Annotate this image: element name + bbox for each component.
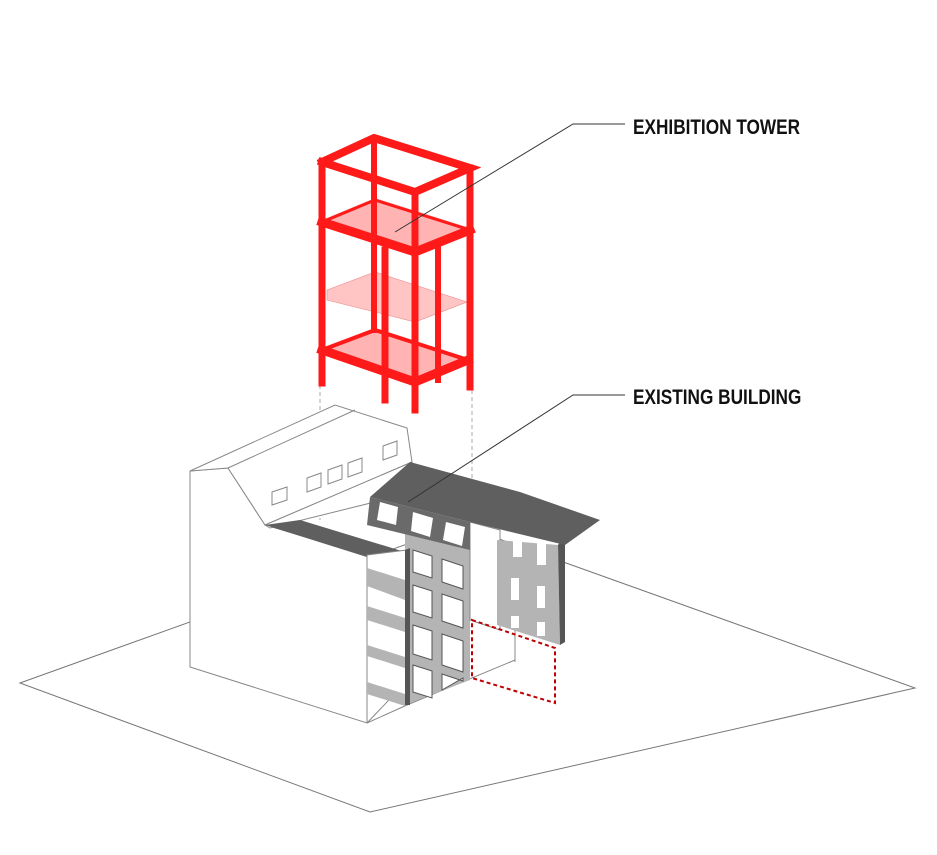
facade-edge-dark [558, 535, 565, 645]
dormer-windows [377, 502, 465, 546]
leader-line-tower [394, 123, 625, 233]
neighbor-windows [511, 535, 546, 636]
exhibition-tower [316, 133, 482, 414]
canopy-roof [265, 520, 405, 558]
facade-windows [412, 549, 464, 699]
rear-dormer-windows [271, 440, 398, 506]
main-roof [370, 462, 600, 545]
tower-insertion-outline [471, 618, 556, 705]
facade-pier-dark [405, 548, 410, 705]
tower-floor-bottom [322, 328, 468, 380]
tower-floor-top [322, 198, 470, 250]
street-facade [366, 462, 600, 706]
exhibition-tower-label: EXHIBITION TOWER [633, 116, 801, 139]
existing-building [189, 404, 516, 724]
neighbor-facade-gray [497, 540, 560, 645]
tower-floor-middle [326, 271, 468, 323]
leader-line-building [407, 394, 625, 503]
neighbor-facade-white [469, 521, 501, 631]
existing-building-label: EXISTING BUILDING [633, 386, 802, 409]
